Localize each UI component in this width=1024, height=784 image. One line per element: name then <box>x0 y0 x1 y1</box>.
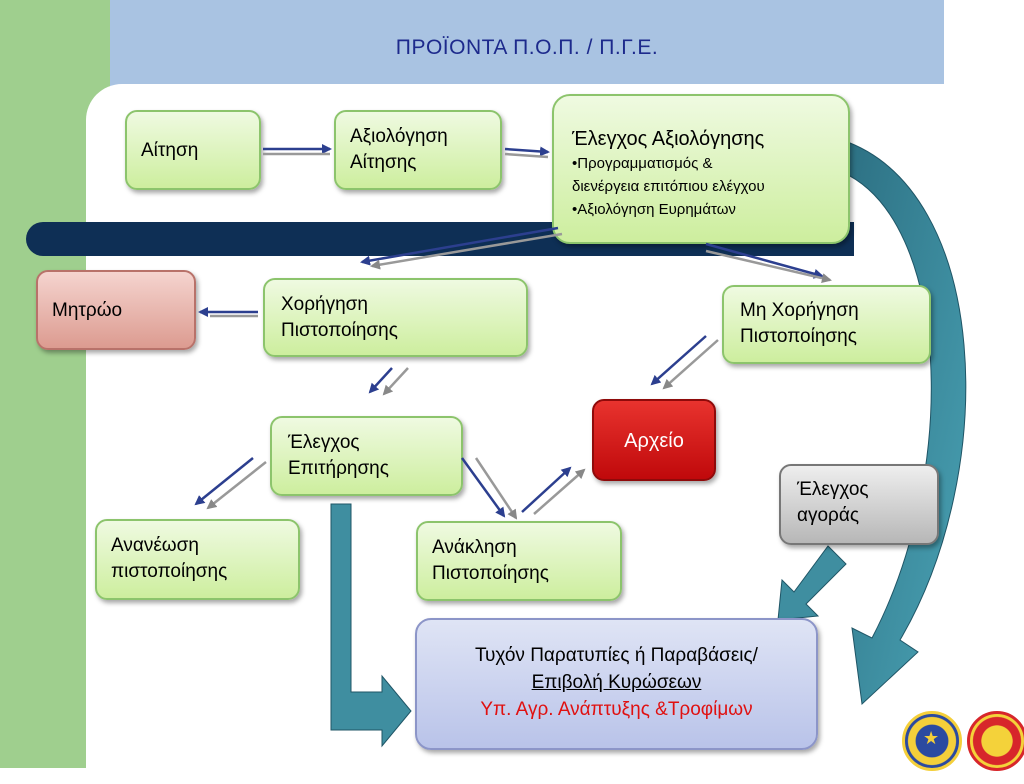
node-anaklisi: Ανάκληση Πιστοποίησης <box>416 521 622 601</box>
node-elegxos-axiologisis-bullet-1b: διενέργεια επιτόπιου ελέγχου <box>572 178 765 195</box>
node-ananeosi-line1: Ανανέωση <box>111 535 199 556</box>
node-ananeosi-line2: πιστοποίησης <box>111 561 228 582</box>
node-elegxos-agoras-line2: αγοράς <box>797 505 860 526</box>
node-paratypies-line3: Υπ. Αγρ. Ανάπτυξης &Τροφίμων <box>480 699 753 720</box>
node-elegxos-epitirisis: Έλεγχος Επιτήρησης <box>270 416 463 496</box>
node-axiologisi-line2: Αίτησης <box>350 152 417 173</box>
node-mi-xorigisi-line1: Μη Χορήγηση <box>740 300 859 321</box>
arrow-anaklisi-arxeio-b <box>533 468 586 515</box>
arrow-anaklisi-arxeio-a <box>521 466 572 513</box>
node-xorigisi-line2: Πιστοποίησης <box>281 320 398 341</box>
arrow-axiol-elegxos-a <box>504 146 550 157</box>
page-title: ΠΡΟΪΟΝΤΑ Π.Ο.Π. / Π.Γ.Ε. <box>395 36 659 59</box>
node-arxeio: Αρχείο <box>592 399 716 481</box>
seal-star-icon: ★ <box>923 728 940 748</box>
node-mitroo: Μητρώο <box>36 270 196 350</box>
node-mi-xorigisi: Μη Χορήγηση Πιστοποίησης <box>722 285 931 364</box>
node-xorigisi-line1: Χορήγηση <box>281 294 368 315</box>
node-mi-xorigisi-line2: Πιστοποίησης <box>740 326 857 347</box>
arrow-epitirisi-to-paratypies <box>330 503 412 748</box>
arrow-mixor-arxeio-a <box>650 335 707 386</box>
arrow-epit-anaklisi-b <box>474 457 518 520</box>
node-elegxos-agoras-line1: Έλεγχος <box>797 479 869 500</box>
node-elegxos-axiologisis-bullet-1: •Προγραμματισμός & <box>572 155 713 172</box>
arrow-elegxos-mi-xorigisi-b <box>705 249 832 284</box>
pgi-seal-icon: ★ <box>902 711 962 771</box>
arrow-elegxos-xorigisi-a <box>360 226 559 266</box>
node-axiologisi-aitisis: Αξιολόγηση Αίτησης <box>334 110 502 190</box>
node-axiologisi-line1: Αξιολόγηση <box>350 126 448 147</box>
arrow-elegxos-xorigisi-b <box>370 232 563 270</box>
node-mitroo-label: Μητρώο <box>52 300 123 321</box>
node-aitisi: Αίτηση <box>125 110 261 190</box>
node-elegxos-axiologisis-title: Έλεγχος Αξιολόγησης <box>572 128 765 150</box>
node-elegxos-agoras: Έλεγχος αγοράς <box>779 464 939 545</box>
node-elegxos-axiologisis: Έλεγχος Αξιολόγησης •Προγραμματισμός & δ… <box>552 94 850 244</box>
node-paratypies-line1: Τυχόν Παρατυπίες ή Παραβάσεις/ <box>475 645 758 666</box>
node-elegxos-axiologisis-bullet-2: •Αξιολόγηση Ευρημάτων <box>572 201 736 218</box>
arrow-xorigisi-epitirisi-a <box>368 367 393 394</box>
arrow-epit-ananeosi-a <box>194 457 254 506</box>
node-elegxos-epitirisis-line1: Έλεγχος <box>288 432 360 453</box>
node-paratypies: Τυχόν Παρατυπίες ή Παραβάσεις/ Επιβολή Κ… <box>415 618 818 750</box>
arrow-mixor-arxeio-b <box>662 339 719 390</box>
node-aitisi-label: Αίτηση <box>141 140 199 161</box>
arrow-axiol-elegxos-b <box>504 152 549 159</box>
node-ananeosi: Ανανέωση πιστοποίησης <box>95 519 300 600</box>
node-arxeio-label: Αρχείο <box>624 430 684 452</box>
node-xorigisi-pistopoiisis: Χορήγηση Πιστοποίησης <box>263 278 528 357</box>
arrow-xorigisi-epitirisi-b <box>382 367 409 396</box>
arrow-epit-ananeosi-b <box>206 461 267 510</box>
thick-teal-arrows <box>330 139 967 748</box>
node-elegxos-epitirisis-line2: Επιτήρησης <box>288 458 389 479</box>
title-bar <box>110 0 944 92</box>
node-anaklisi-line2: Πιστοποίησης <box>432 563 549 584</box>
arrow-epit-anaklisi-a <box>460 457 506 518</box>
pdo-seal-icon <box>967 711 1024 771</box>
arrow-elegxos-mi-xorigisi-a <box>705 242 824 279</box>
node-anaklisi-line1: Ανάκληση <box>432 537 517 558</box>
node-paratypies-line2: Επιβολή Κυρώσεων <box>531 672 702 693</box>
curved-arrow-to-paratypies <box>841 139 967 706</box>
thin-arrows <box>194 144 832 520</box>
